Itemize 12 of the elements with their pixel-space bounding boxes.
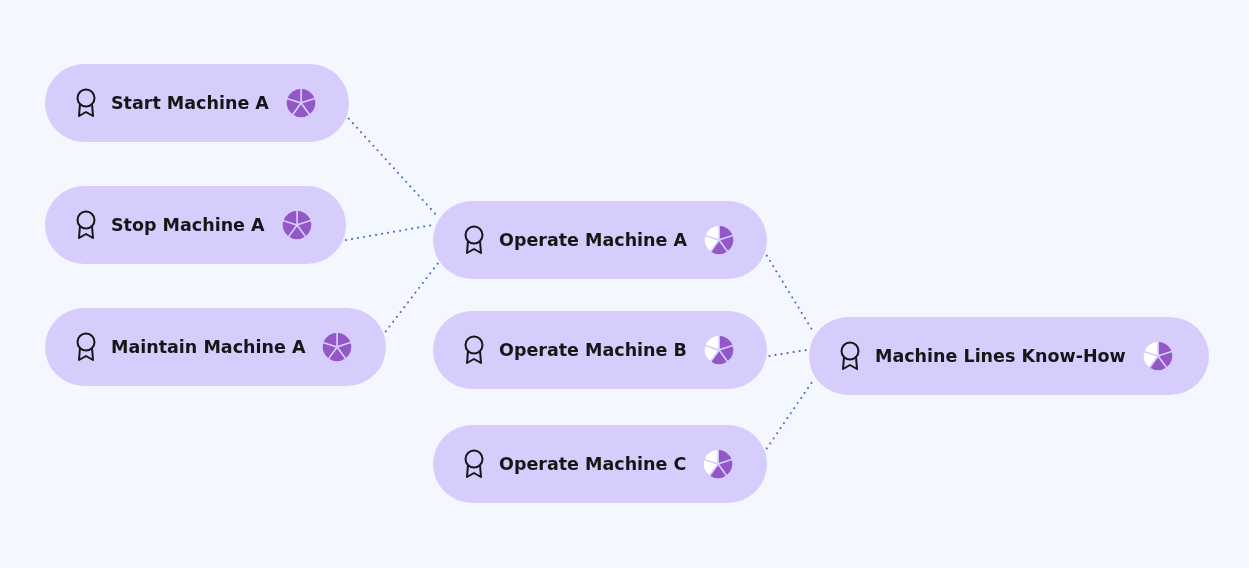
node-label: Machine Lines Know-How: [875, 346, 1126, 366]
dotted-connector: [768, 349, 808, 357]
node-label: Operate Machine B: [499, 340, 687, 360]
pill-node: [809, 317, 1209, 395]
node-label: Stop Machine A: [111, 215, 265, 235]
node-label: Maintain Machine A: [111, 337, 306, 357]
node-label: Operate Machine C: [499, 454, 687, 474]
node-label: Operate Machine A: [499, 230, 688, 250]
dotted-connector: [345, 224, 434, 241]
node-label: Start Machine A: [111, 93, 269, 113]
pill-node: [433, 201, 767, 279]
dotted-connector: [384, 262, 439, 333]
